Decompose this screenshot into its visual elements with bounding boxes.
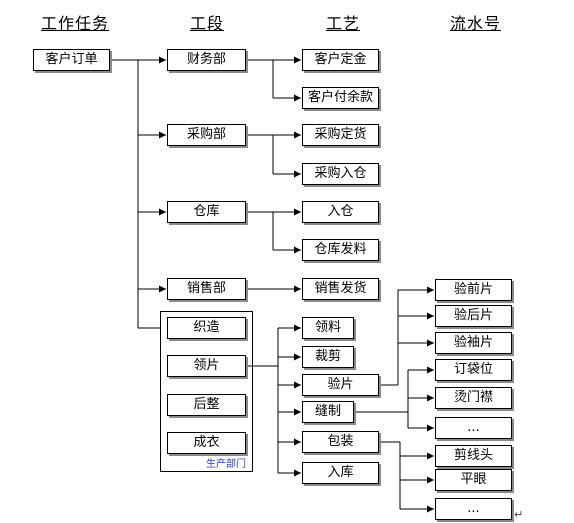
node-weave: 织造 (167, 317, 246, 339)
paragraph-return-mark: ↵ (514, 508, 524, 521)
node-back-piece: 验后片 (435, 305, 512, 327)
header-process: 工艺 (326, 14, 361, 33)
node-garment: 成衣 (167, 432, 246, 454)
node-inspect-pieces: 验片 (302, 374, 379, 396)
node-warehouse: 仓库 (167, 201, 246, 223)
node-put-away: 入库 (302, 462, 379, 484)
header-section: 工段 (190, 14, 225, 33)
node-order-goods: 采购定货 (302, 124, 379, 146)
header-serial: 流水号 (450, 14, 502, 33)
node-issue-material: 仓库发料 (302, 239, 379, 261)
node-packing: 包装 (302, 431, 379, 453)
node-sewing: 缝制 (302, 401, 354, 423)
node-in-stock: 入仓 (302, 201, 379, 223)
node-customer-order: 客户订单 (33, 49, 110, 71)
node-finish: 后整 (167, 394, 246, 416)
node-sales-ship: 销售发货 (302, 278, 379, 300)
node-more-1: ... (435, 417, 512, 439)
node-purchase: 采购部 (167, 124, 246, 146)
node-buttonhole: 平眼 (435, 469, 512, 491)
production-group (160, 311, 253, 472)
node-sleeve-piece: 验袖片 (435, 332, 512, 354)
node-front-piece: 验前片 (435, 279, 512, 301)
node-trim-thread: 剪线头 (435, 445, 512, 467)
node-receive-material: 领料 (302, 317, 354, 339)
node-balance: 客户付余款 (302, 87, 379, 109)
node-purchase-in: 采购入仓 (302, 163, 379, 185)
node-more-2: ... (435, 498, 512, 520)
header-task: 工作任务 (41, 14, 110, 33)
node-deposit: 客户定金 (302, 49, 379, 71)
node-sales: 销售部 (167, 278, 246, 300)
node-finance: 财务部 (167, 49, 246, 71)
node-cut-pieces: 领片 (167, 355, 246, 377)
production-group-label: 生产部门 (206, 459, 246, 470)
cut-off-text-line (0, 514, 360, 523)
node-cutting: 裁剪 (302, 346, 354, 368)
node-pocket: 订袋位 (435, 359, 512, 381)
node-placket: 烫门襟 (435, 387, 512, 409)
